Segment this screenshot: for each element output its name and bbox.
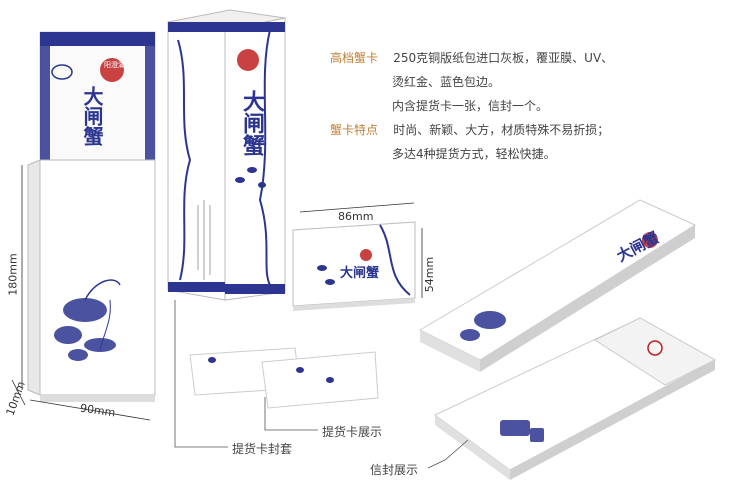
spec-label-1: 高档蟹卡 — [330, 51, 379, 65]
spec-label-2: 蟹卡特点 — [330, 123, 379, 137]
sleeve-logo: 大闸蟹 — [80, 86, 104, 146]
spec-line: 250克铜版纸包进口灰板，覆亚膜、UV、 — [393, 51, 614, 65]
spec-line: 时尚、新颖、大方，材质特殊不易折损； — [393, 123, 610, 137]
sleeve-seal: 阳澄湖 — [104, 61, 125, 69]
caption-envelope: 信封展示 — [370, 463, 419, 477]
stand-logo: 大闸蟹 — [239, 90, 265, 156]
caption-card: 提货卡展示 — [322, 425, 383, 439]
dim-height: 180mm — [6, 253, 20, 296]
dim-card-width: 86mm — [338, 210, 374, 223]
spec-line: 多达4种提货方式，轻松快捷。 — [392, 147, 556, 161]
spec-line: 烫红金、蓝色包边。 — [392, 75, 501, 89]
spec-block-1: 高档蟹卡 250克铜版纸包进口灰板，覆亚膜、UV、 烫红金、蓝色包边。 内含提货… — [330, 46, 613, 166]
caption-sleeve: 提货卡封套 — [232, 442, 293, 456]
dim-card-height: 54mm — [423, 256, 437, 293]
card-logo: 大闸蟹 — [340, 266, 380, 281]
spec-line: 内含提货卡一张，信封一个。 — [392, 99, 549, 113]
